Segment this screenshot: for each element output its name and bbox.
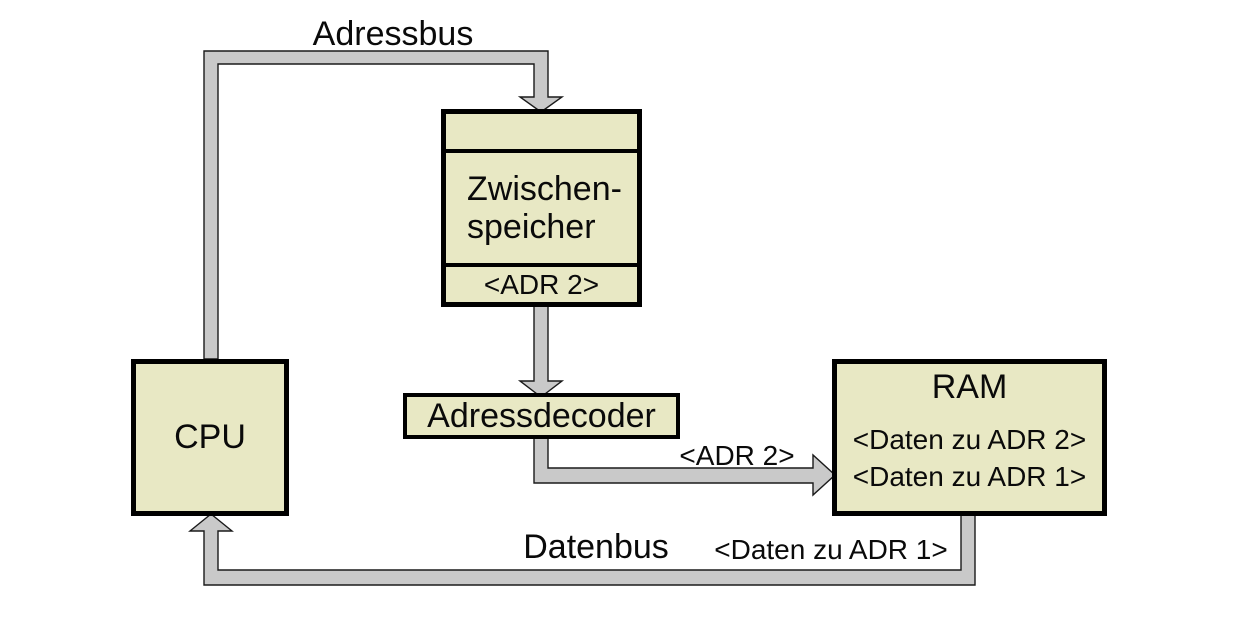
ram-cells: <Daten zu ADR 2> <Daten zu ADR 1> xyxy=(837,421,1102,495)
datenbus-label: Datenbus xyxy=(523,528,669,566)
datenbus-arrow xyxy=(188,512,976,586)
cpu-box: CPU xyxy=(131,359,289,516)
cpu-label: CPU xyxy=(174,418,246,456)
decoder-box: Adressdecoder xyxy=(403,393,680,439)
adressbus-arrow xyxy=(203,50,565,360)
decoder-label: Adressdecoder xyxy=(427,396,656,435)
buffer-register-value: <ADR 2> xyxy=(483,268,600,300)
decoder-to-ram-arrow xyxy=(533,435,837,497)
buffer-register-section: <ADR 2> xyxy=(446,267,637,302)
buffer-box: Zwischen- speicher <ADR 2> xyxy=(441,109,642,307)
buffer-name-line2: speicher xyxy=(467,208,596,246)
buffer-to-decoder-arrow xyxy=(517,302,565,398)
adr2-bus-label: <ADR 2> xyxy=(679,440,795,471)
buffer-input-slot xyxy=(446,114,637,149)
ram-cell: <Daten zu ADR 2> xyxy=(852,424,1087,455)
buffer-name-section: Zwischen- speicher xyxy=(446,149,637,267)
ram-cell: <Daten zu ADR 1> xyxy=(852,461,1087,492)
adressbus-label: Adressbus xyxy=(312,15,474,53)
buffer-name-line1: Zwischen- xyxy=(467,170,622,208)
daten-zu-adr1-bus-label: <Daten zu ADR 1> xyxy=(714,534,948,565)
ram-title: RAM xyxy=(931,368,1008,406)
ram-box: RAM <Daten zu ADR 2> <Daten zu ADR 1> xyxy=(832,359,1107,516)
